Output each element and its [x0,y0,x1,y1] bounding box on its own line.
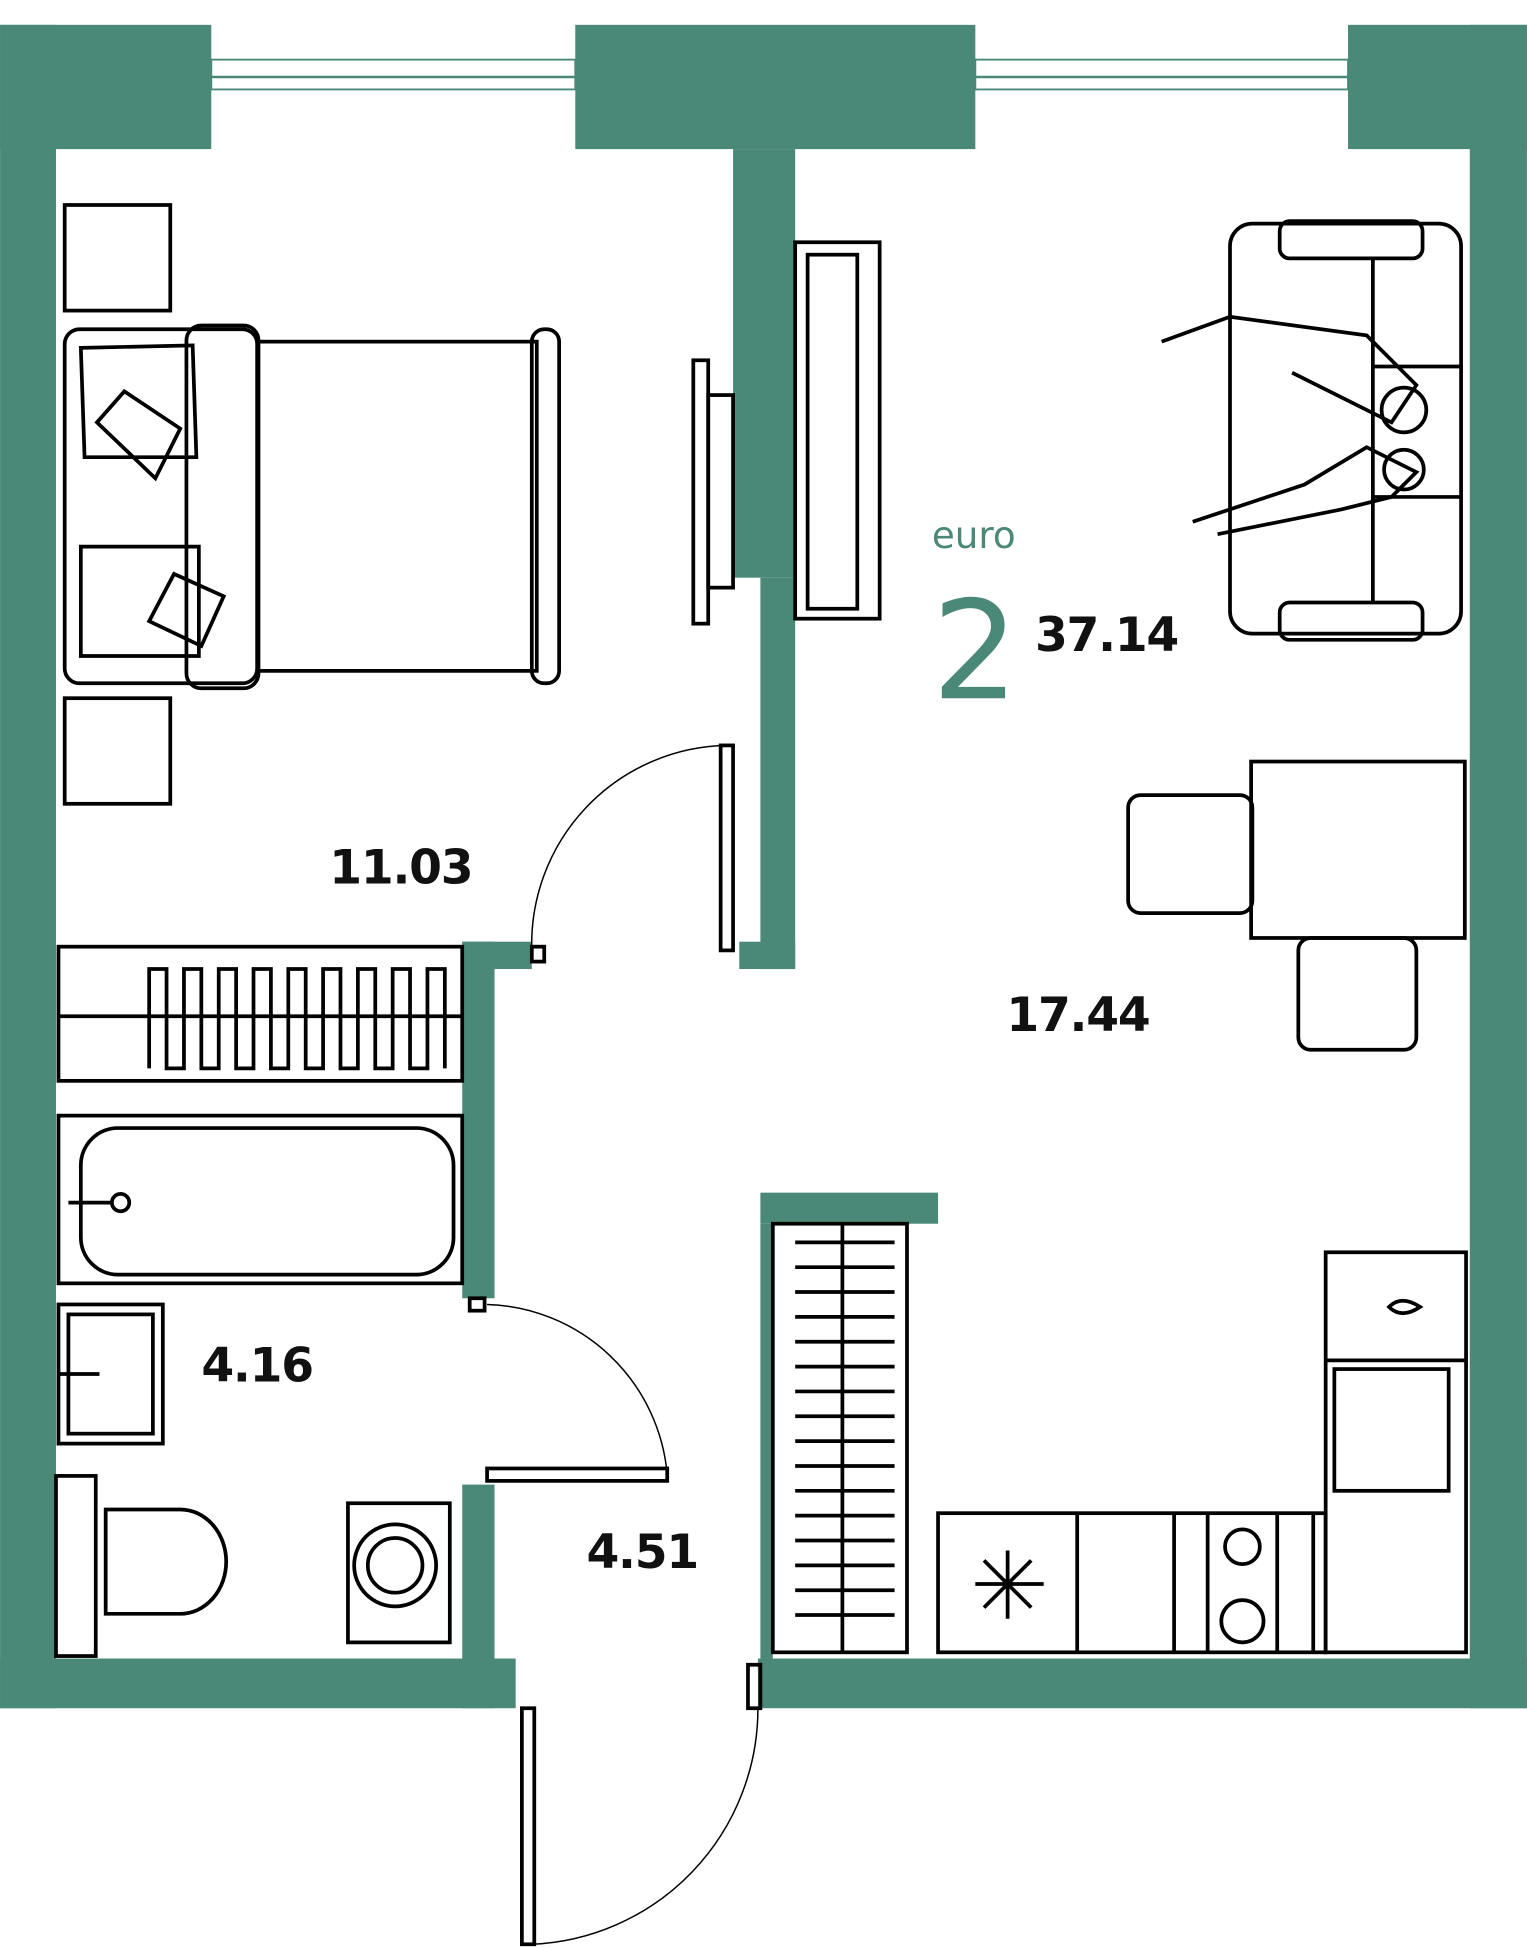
bed [62,203,561,806]
toilet [54,1474,229,1658]
apartment-type-label: euro [932,513,1016,557]
window-bedroom [205,58,584,91]
tv-stand [793,240,882,621]
room-area-bathroom: 4.16 [201,1338,312,1393]
door-bedroom [529,743,735,964]
kitchen [936,1250,1468,1655]
total-area: 37.14 [1035,608,1178,663]
door-entrance [520,1662,763,1947]
walls [0,24,1527,1709]
radiator-living [770,1221,909,1655]
sink [56,1302,165,1446]
rooms-count: 2 [932,572,1019,731]
radiator-bedroom [56,944,465,1083]
washing-machine [346,1501,452,1645]
room-area-bedroom: 11.03 [329,840,472,895]
window-living [969,58,1355,91]
bathtub [56,1113,465,1286]
tv-bedroom [691,358,735,626]
room-area-hallway: 4.51 [586,1525,697,1580]
door-bathroom [467,1296,670,1483]
room-area-living-kitchen: 17.44 [1006,988,1149,1043]
dining-table [1126,759,1467,1052]
snowflake-icon [975,1550,1044,1619]
sofa [1161,219,1463,642]
